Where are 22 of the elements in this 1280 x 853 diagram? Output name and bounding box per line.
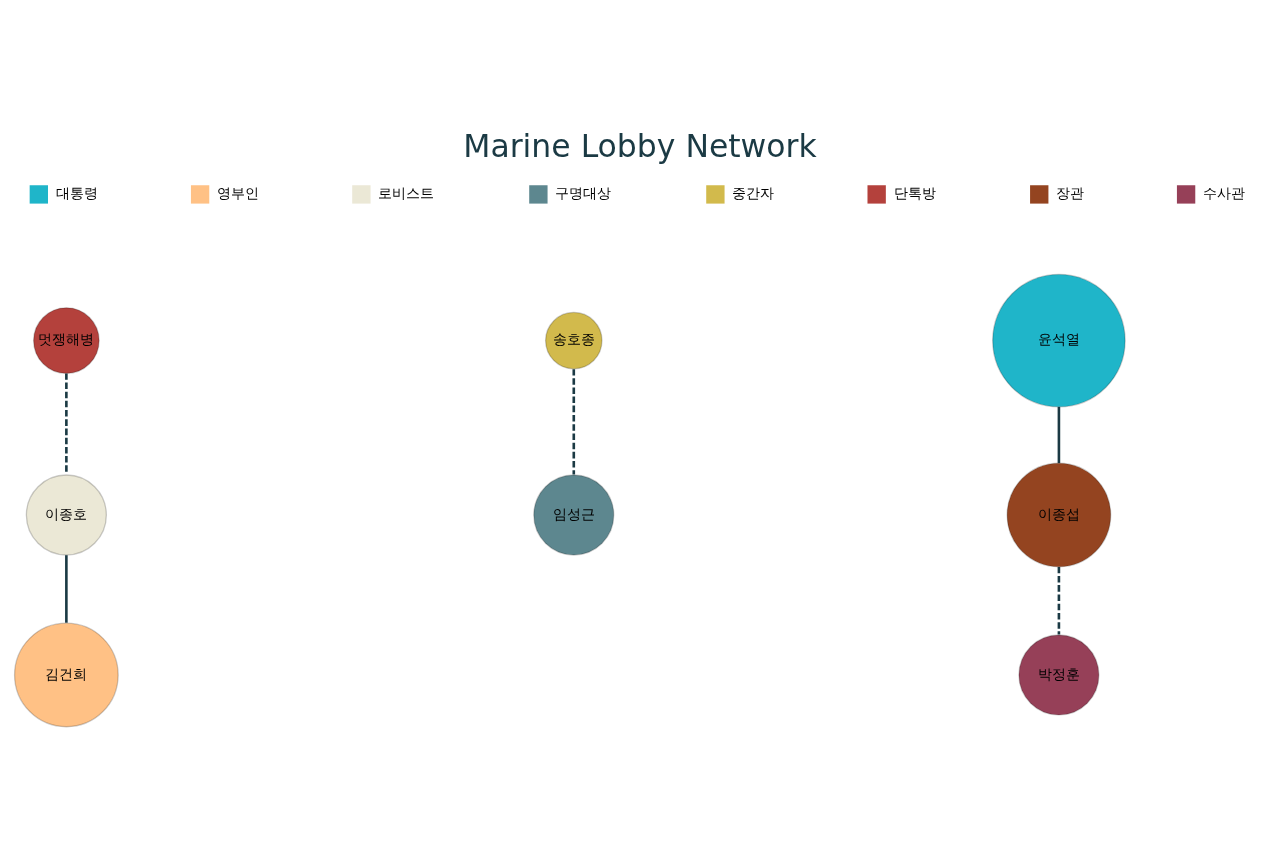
node-circle: 김건희: [13, 622, 119, 728]
node-circle: 임성근: [533, 474, 615, 556]
legend-label: 장관: [1056, 185, 1085, 202]
diagram-title: Marine Lobby Network: [463, 127, 817, 164]
legend-label: 수사관: [1203, 185, 1246, 202]
legend-label: 단톡방: [893, 185, 936, 202]
legend-label: 대통령: [55, 185, 98, 202]
legend-label: 로비스트: [378, 185, 435, 202]
node-circle: 박정훈: [1018, 634, 1100, 716]
node-circle: 이종섭: [1006, 462, 1112, 568]
legend-label: 영부인: [217, 185, 260, 202]
connector: [65, 373, 68, 475]
legend-label: 중간자: [732, 185, 775, 202]
connector: [572, 369, 576, 475]
connector: [1057, 566, 1061, 635]
node-circle: 윤석열: [992, 273, 1126, 408]
legend-label: 구명대상: [555, 185, 612, 202]
node-circle: 이종호: [25, 474, 107, 556]
connector: [1057, 406, 1061, 464]
node-circle: 멋쟁해병: [32, 307, 100, 375]
connector: [65, 555, 68, 623]
node-circle: 송호종: [544, 311, 603, 370]
